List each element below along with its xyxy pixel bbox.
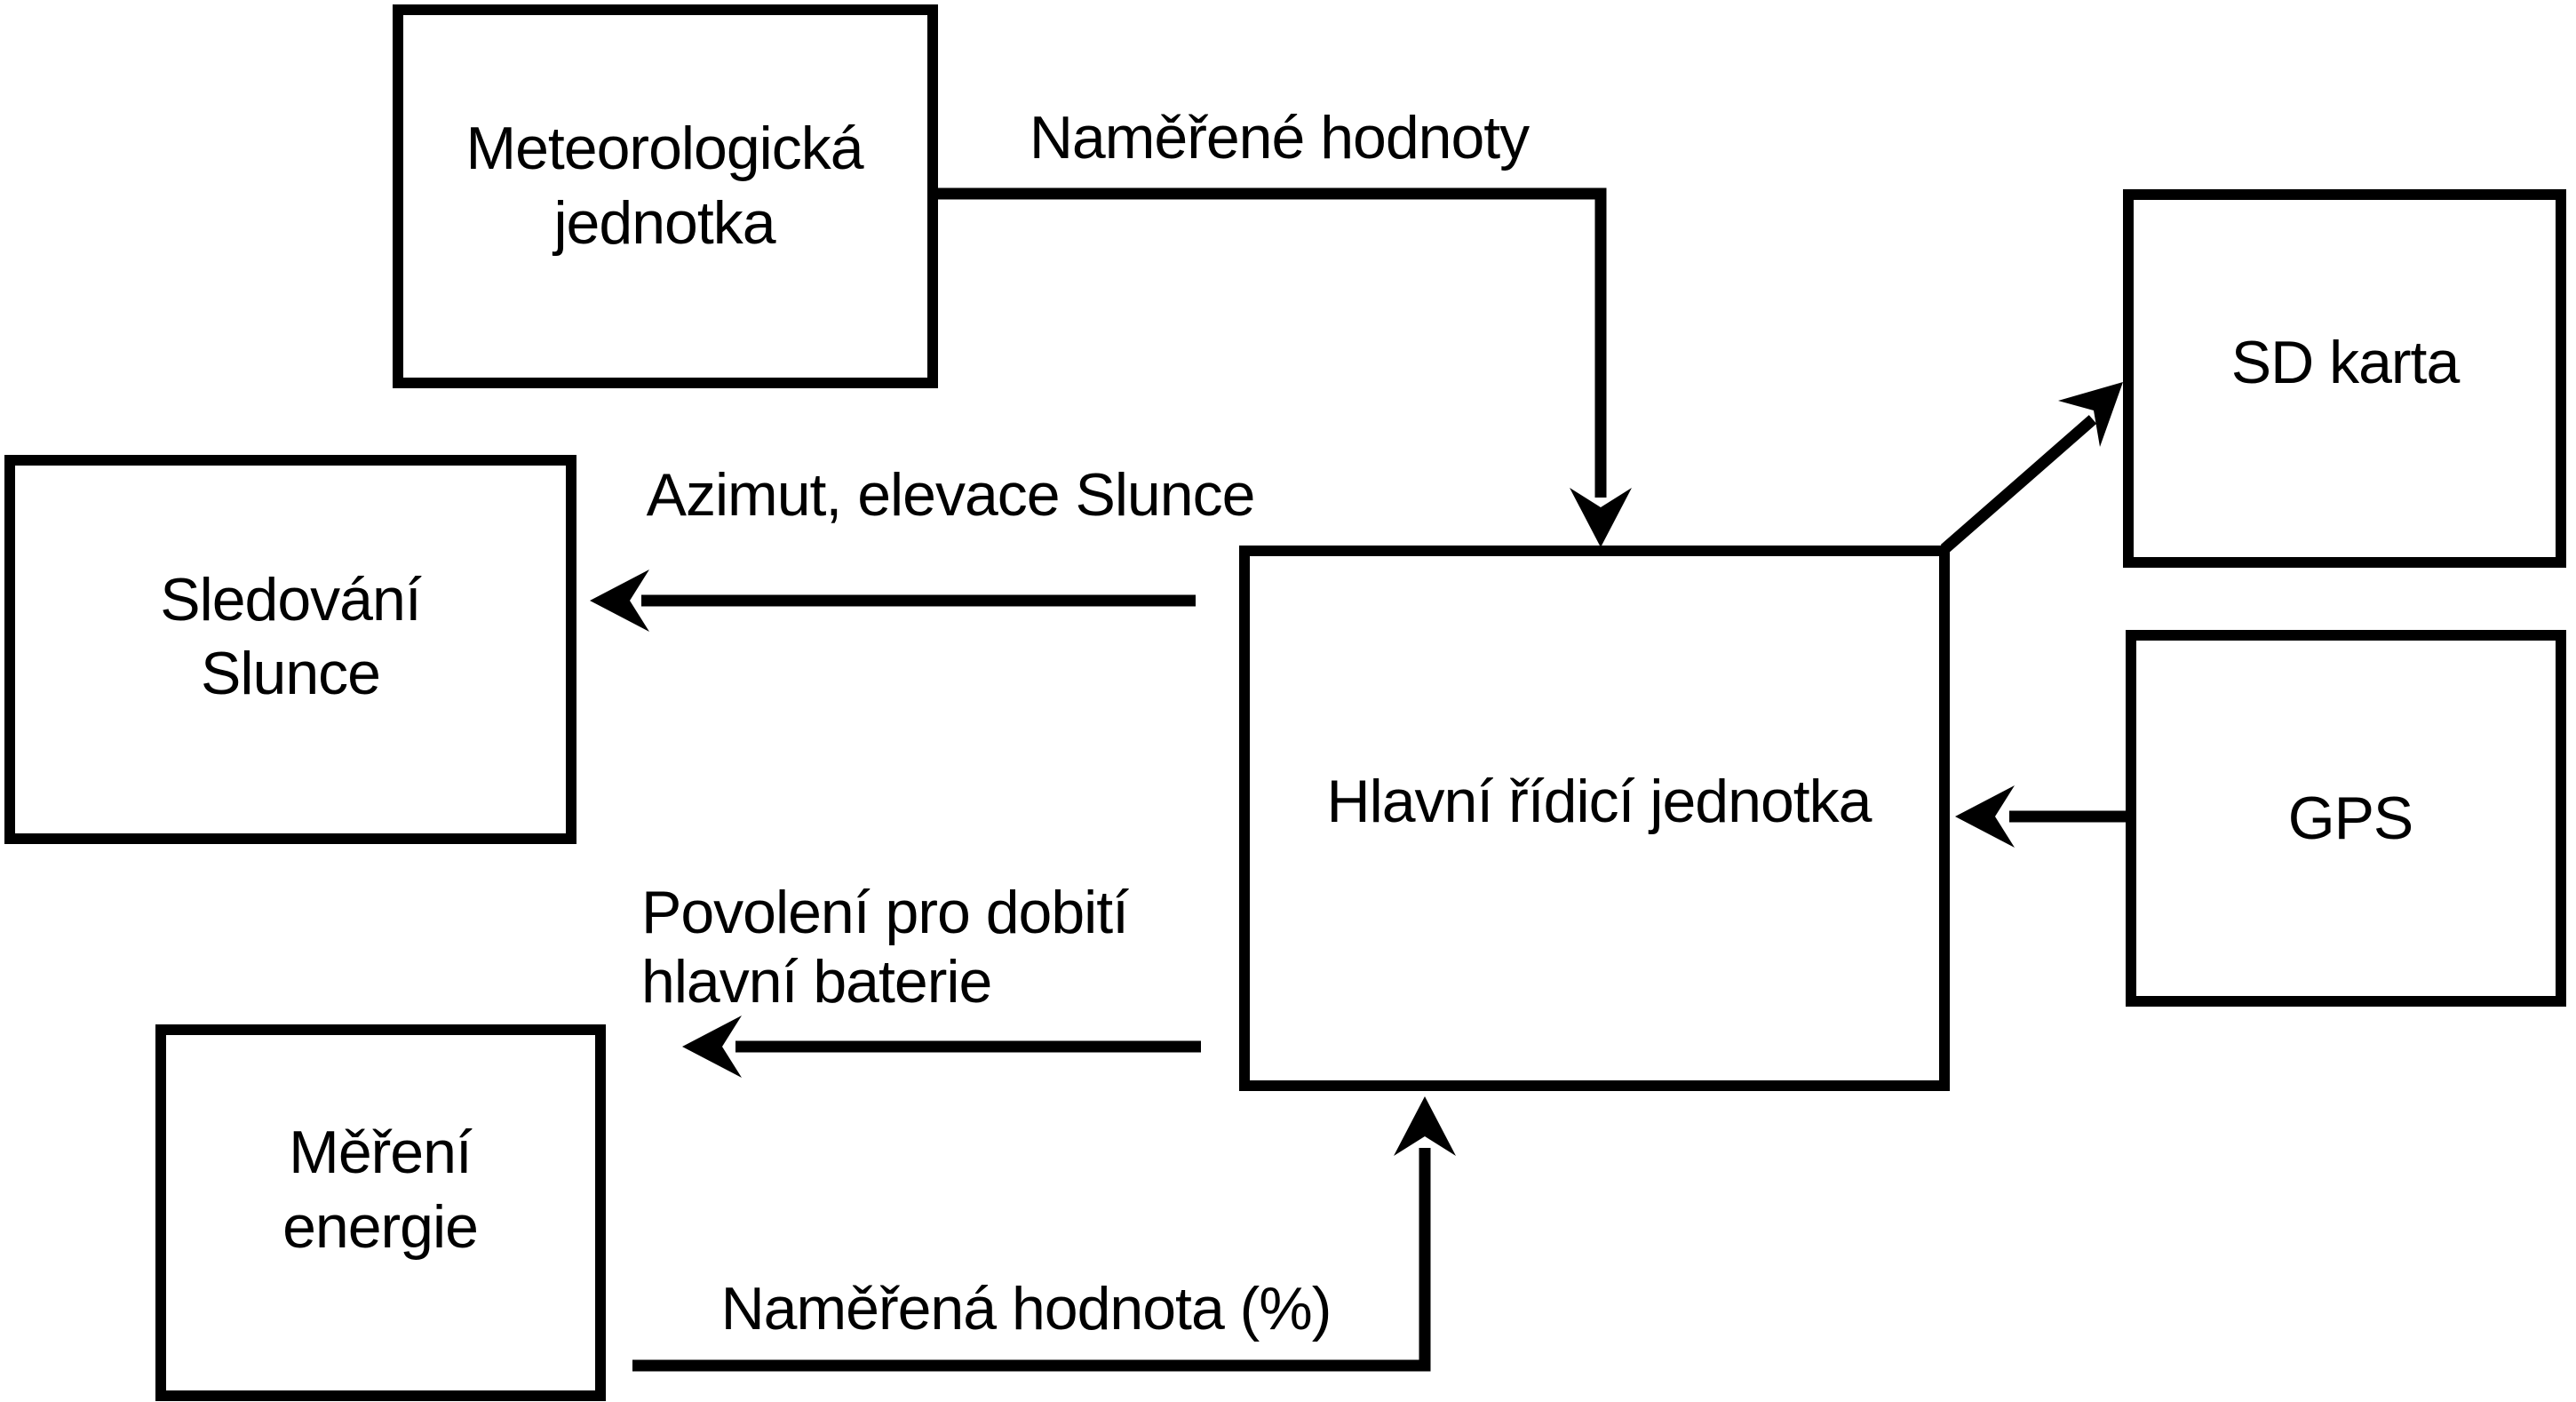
label-charge-permission-line1: Povolení pro dobití xyxy=(641,879,1129,946)
node-sun-tracking-box xyxy=(4,455,576,844)
node-meteo: Meteorologická jednotka xyxy=(393,4,938,388)
node-sun-tracking: Sledování Slunce xyxy=(4,455,576,844)
arrow-left-icon xyxy=(682,1016,742,1078)
arrow-measured-percentage xyxy=(632,1096,1456,1372)
node-sd-card: SD karta xyxy=(2123,189,2566,568)
node-energy-measurement-label-line2: energie xyxy=(282,1193,478,1261)
arrow-up-right-icon xyxy=(2058,382,2123,447)
node-energy-measurement-box xyxy=(155,1024,606,1401)
node-gps-box xyxy=(2126,630,2566,1007)
label-measured-values: Naměřené hodnoty xyxy=(1030,104,1530,171)
node-meteo-label-line1: Meteorologická xyxy=(465,115,863,182)
arrow-sun-position xyxy=(590,570,1196,632)
node-sd-card-box xyxy=(2123,189,2566,568)
node-sd-card-label: SD karta xyxy=(2231,329,2461,396)
arrow-to-sd-card xyxy=(1940,382,2123,554)
arrow-left-icon xyxy=(1955,785,2015,848)
arrow-down-icon xyxy=(1570,488,1632,547)
node-energy-measurement-label-line1: Měření xyxy=(289,1119,473,1186)
node-main-control: Hlavní řídicí jednotka xyxy=(1239,546,1950,1091)
node-main-control-box xyxy=(1239,546,1950,1091)
node-meteo-box xyxy=(393,4,938,388)
arrow-charge-permission xyxy=(682,1016,1201,1078)
node-main-control-label: Hlavní řídicí jednotka xyxy=(1327,768,1872,835)
arrow-to-sd-card-line xyxy=(1940,415,2097,554)
arrow-from-gps xyxy=(1955,785,2126,848)
arrow-measured-values-line xyxy=(933,187,1607,498)
arrow-left-icon xyxy=(590,570,649,632)
arrow-measured-percentage-line xyxy=(632,1148,1431,1372)
arrow-up-icon xyxy=(1394,1096,1456,1156)
node-energy-measurement: Měření energie xyxy=(155,1024,606,1401)
arrow-measured-values xyxy=(933,187,1632,547)
node-gps: GPS xyxy=(2126,630,2566,1007)
label-sun-position: Azimut, elevace Slunce xyxy=(647,461,1255,529)
label-charge-permission-line2: hlavní baterie xyxy=(641,948,991,1016)
node-sun-tracking-label-line1: Sledování xyxy=(160,566,422,633)
node-sun-tracking-label-line2: Slunce xyxy=(201,640,380,707)
label-measured-percentage: Naměřená hodnota (%) xyxy=(721,1275,1332,1342)
node-gps-label: GPS xyxy=(2288,785,2413,852)
node-meteo-label-line2: jednotka xyxy=(552,189,775,257)
